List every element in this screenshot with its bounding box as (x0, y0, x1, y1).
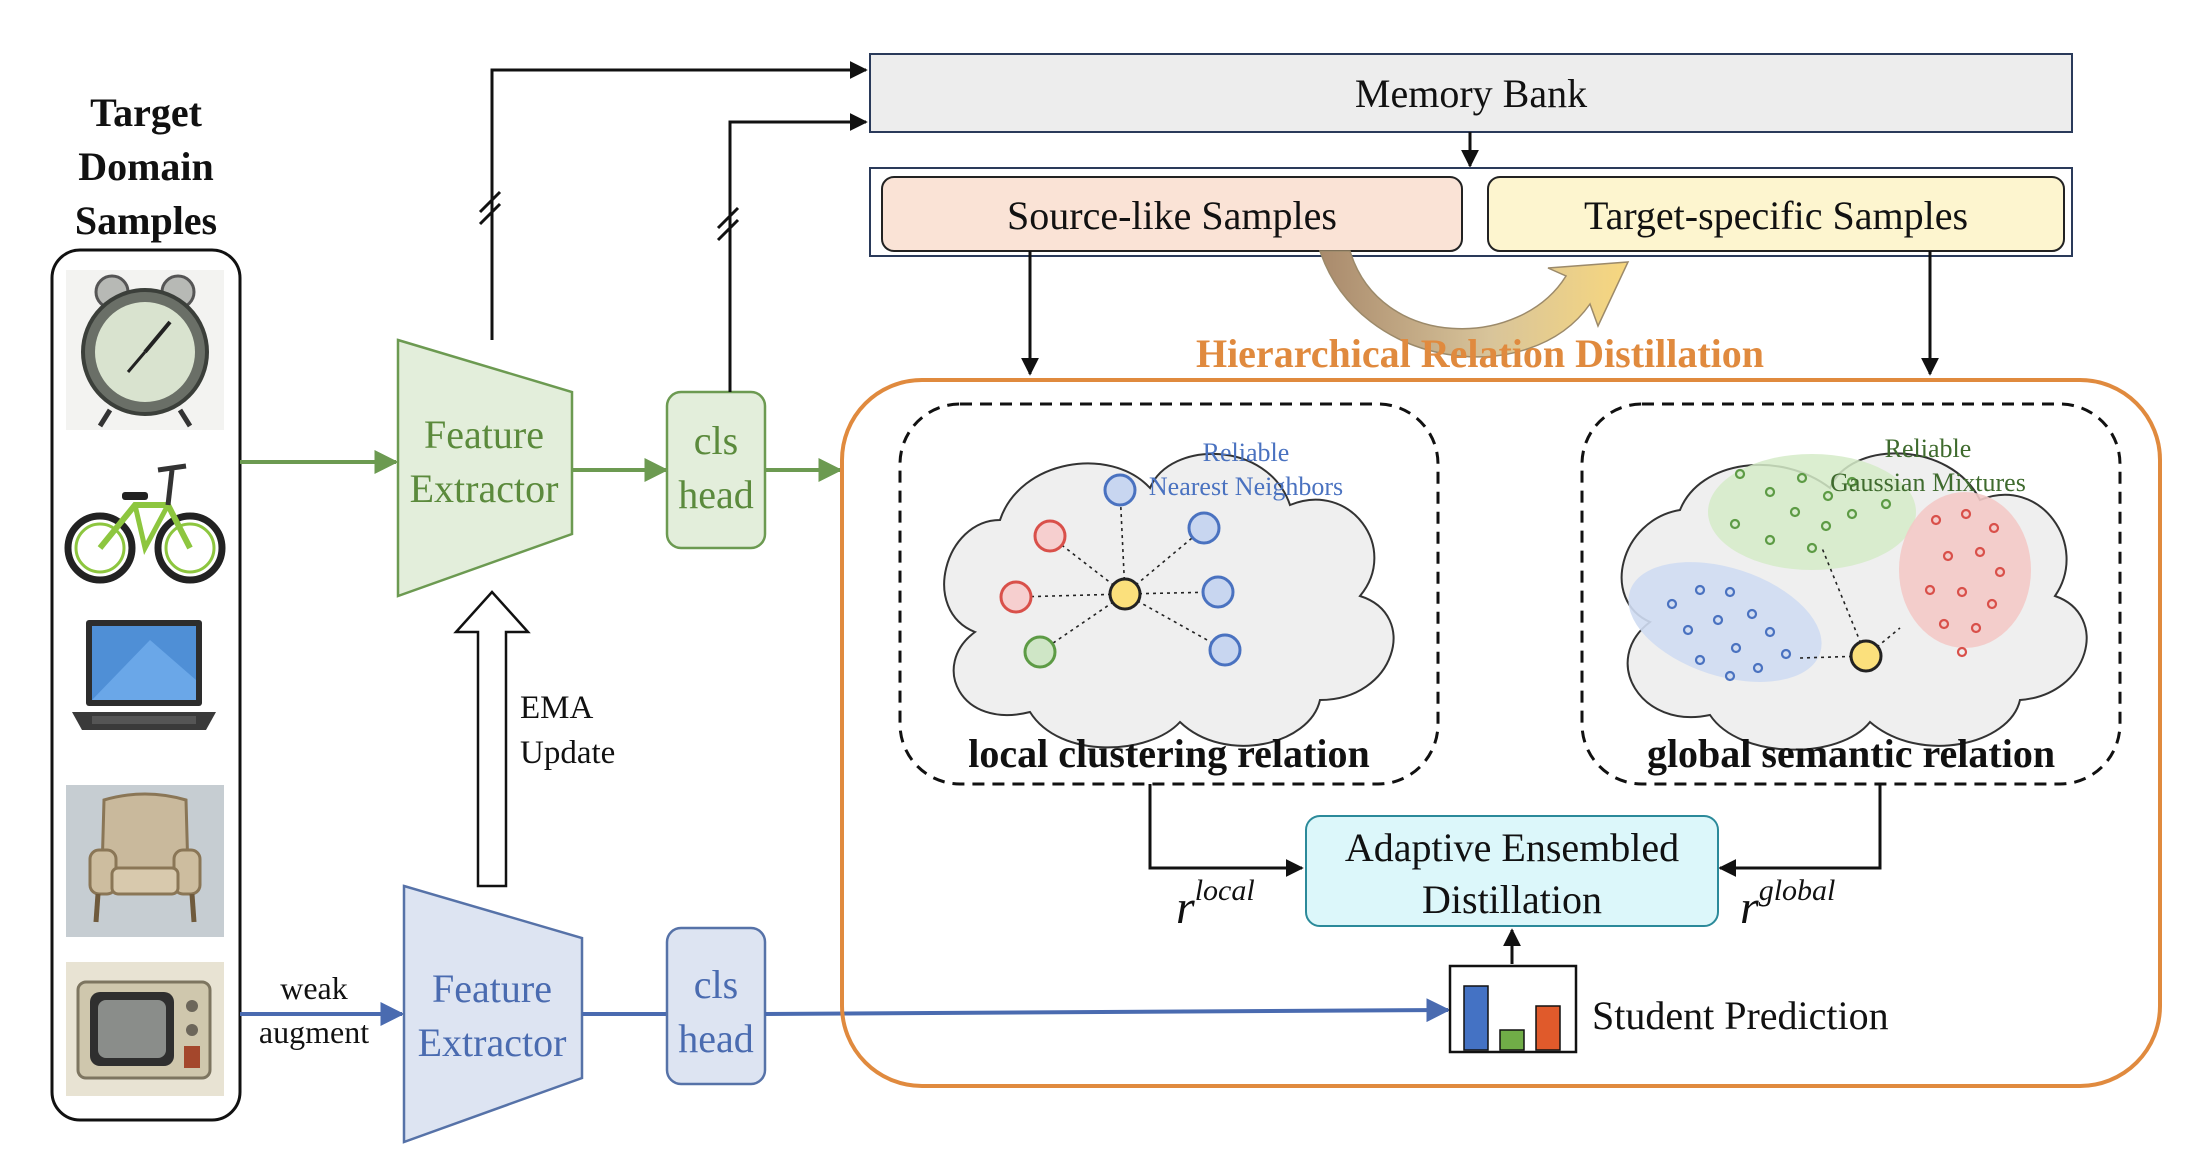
r-global-sup: global (1758, 874, 1836, 907)
student-cls-label: cls head (667, 958, 765, 1066)
ensemble-label: Adaptive Ensembled Distillation (1306, 822, 1718, 926)
student-fe-label-line: Extractor (417, 1020, 567, 1065)
global-caption: global semantic relation (1646, 731, 2056, 776)
neighbor-node (1033, 519, 1067, 553)
gmm-points (1666, 468, 2006, 682)
green-mixture (1708, 454, 1916, 570)
r-global-base: r (1740, 881, 1759, 934)
armchair-icon (66, 785, 224, 937)
neighbor-node (1201, 575, 1235, 609)
teacher-feature-extractor (396, 338, 574, 598)
ema-label-line: Update (520, 735, 616, 771)
r-local-sup: local (1194, 874, 1255, 907)
student-prediction-label: Student Prediction (1592, 993, 1889, 1038)
student-cls-label-line: head (678, 1016, 754, 1061)
ensemble-box (1305, 815, 1719, 927)
anchor-node (1108, 577, 1142, 611)
teacher-fe-label-line: Feature (424, 412, 544, 457)
memory-bank-label: Memory Bank (1354, 71, 1588, 116)
teacher-fe-label: Feature Extractor (384, 408, 584, 516)
target-samples-panel (50, 248, 242, 1122)
student-cls-head (665, 926, 767, 1086)
local-annotation-line: Nearest Neighbors (1148, 472, 1344, 501)
weak-augment-line: weak (280, 970, 348, 1006)
ema-label: EMA Update (520, 686, 615, 776)
teacher-cls-label-line: cls (693, 418, 739, 463)
red-mixture (1899, 492, 2031, 648)
source-like-samples-box (881, 176, 1463, 252)
teacher-fe-label-line: Extractor (409, 466, 559, 511)
student-fe-label-line: Feature (432, 966, 552, 1011)
neighbor-node (1208, 633, 1242, 667)
bar-chart-icon (1448, 964, 1578, 1054)
ema-label-line: EMA (520, 690, 594, 726)
laptop-icon (66, 612, 224, 752)
neighbor-node (1187, 511, 1221, 545)
local-relation-box (898, 402, 1440, 786)
prediction-bar (1463, 985, 1489, 1051)
global-annotation-line: Gaussian Mixtures (1830, 468, 2026, 497)
r-local-label: rlocal (1176, 874, 1255, 935)
global-annotation-line: Reliable (1884, 434, 1972, 463)
neighbor-node (999, 580, 1033, 614)
target-specific-samples-box (1487, 176, 2065, 252)
hrd-container (840, 378, 2162, 1088)
ensemble-label-line: Adaptive Ensembled (1344, 825, 1680, 870)
weak-augment-label: weak augment (236, 966, 392, 1054)
television-icon (66, 962, 224, 1096)
feature-to-memory-arrow (490, 61, 868, 340)
global-relation-box (1580, 402, 2122, 786)
ema-update-arrow (453, 590, 531, 888)
weak-augment-line: augment (258, 1014, 370, 1050)
ensemble-label-line: Distillation (1422, 877, 1602, 922)
teacher-cls-label: cls head (667, 414, 765, 522)
target-specific-label: Target-specific Samples (1583, 193, 1969, 238)
global-annotation: Reliable Gaussian Mixtures (1810, 432, 2046, 500)
prediction-bar (1535, 1005, 1561, 1051)
prediction-bar (1499, 1029, 1525, 1051)
r-local-base: r (1176, 881, 1195, 934)
panel-title: Target Domain Samples (30, 86, 262, 248)
student-feature-extractor (402, 884, 584, 1144)
bicycle-icon (64, 448, 226, 598)
r-global-label: rglobal (1740, 874, 1835, 935)
panel-title-line: Target (90, 90, 202, 135)
student-to-prediction-arrow (764, 998, 1451, 1023)
local-annotation-line: Reliable (1202, 438, 1290, 467)
blue-mixture (1628, 562, 1822, 682)
local-caption: local clustering relation (968, 731, 1370, 776)
sample-transfer-arrow (1318, 250, 1630, 358)
panel-title-line: Samples (74, 198, 218, 243)
hrd-title: Hierarchical Relation Distillation (1195, 331, 1765, 376)
global-to-ensemble-arrow (1718, 784, 1882, 877)
panel-title-line: Domain (78, 144, 214, 189)
memory-bank-box (869, 53, 2073, 133)
alarm-clock-icon (66, 270, 224, 430)
teacher-cls-label-line: head (678, 472, 754, 517)
neighbor-node (1103, 473, 1137, 507)
local-to-ensemble-arrow (1148, 784, 1304, 877)
student-fe-label: Feature Extractor (392, 962, 592, 1070)
anchor-node (1849, 639, 1883, 673)
student-cls-label-line: cls (693, 962, 739, 1007)
source-like-label: Source-like Samples (1007, 193, 1337, 238)
logits-to-memory-arrow (728, 113, 868, 392)
neighbor-node (1023, 635, 1057, 669)
local-annotation: Reliable Nearest Neighbors (1136, 436, 1356, 504)
